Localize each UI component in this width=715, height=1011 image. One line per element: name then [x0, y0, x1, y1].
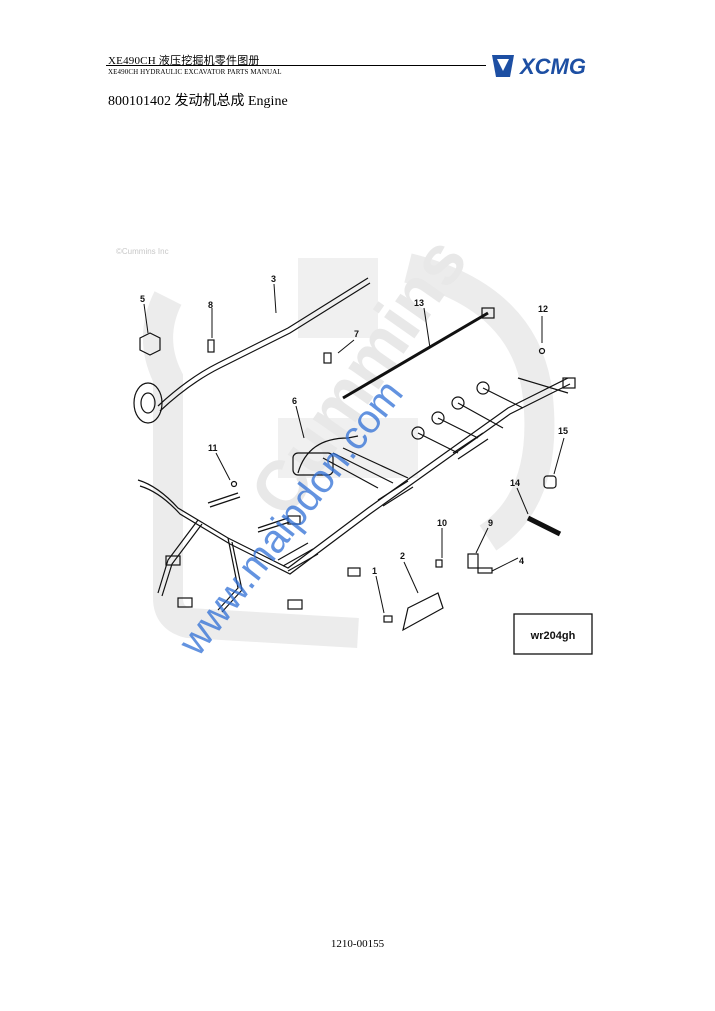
callout-11: 11: [208, 443, 218, 453]
copyright-text: ©Cummins Inc: [116, 247, 169, 256]
callout-13: 13: [414, 298, 424, 308]
xcmg-logo-mark-icon: [492, 55, 514, 77]
page-number: 1210-00155: [330, 938, 385, 950]
callout-7: 7: [354, 329, 359, 339]
callout-8: 8: [208, 300, 213, 310]
callout-2: 2: [400, 551, 405, 561]
section-title: 800101402 发动机总成 Engine: [108, 94, 288, 109]
xcmg-logo-text: XCMG: [518, 54, 586, 79]
leader-lines: [143, 283, 565, 614]
callout-10: 10: [437, 518, 447, 528]
callout-3: 3: [271, 274, 276, 284]
callout-1: 1: [372, 566, 377, 576]
xcmg-logo: XCMG: [492, 54, 586, 79]
wire-harness: [133, 277, 576, 632]
header-subtitle: XE490CH HYDRAULIC EXCAVATOR PARTS MANUAL: [108, 68, 282, 76]
callout-4: 4: [519, 556, 524, 566]
header-rule: [106, 65, 486, 66]
callout-9: 9: [488, 518, 493, 528]
callout-5: 5: [140, 294, 145, 304]
reference-box-label: wr204gh: [530, 630, 576, 642]
callout-6: 6: [292, 396, 297, 406]
callout-12: 12: [538, 304, 548, 314]
parts-diagram: Cummins ©Cummins Inc: [116, 238, 593, 664]
header-title: XE490CH 液压挖掘机零件图册: [108, 55, 260, 67]
callout-14: 14: [510, 478, 520, 488]
reference-box: wr204gh: [513, 613, 593, 655]
callout-15: 15: [558, 426, 568, 436]
